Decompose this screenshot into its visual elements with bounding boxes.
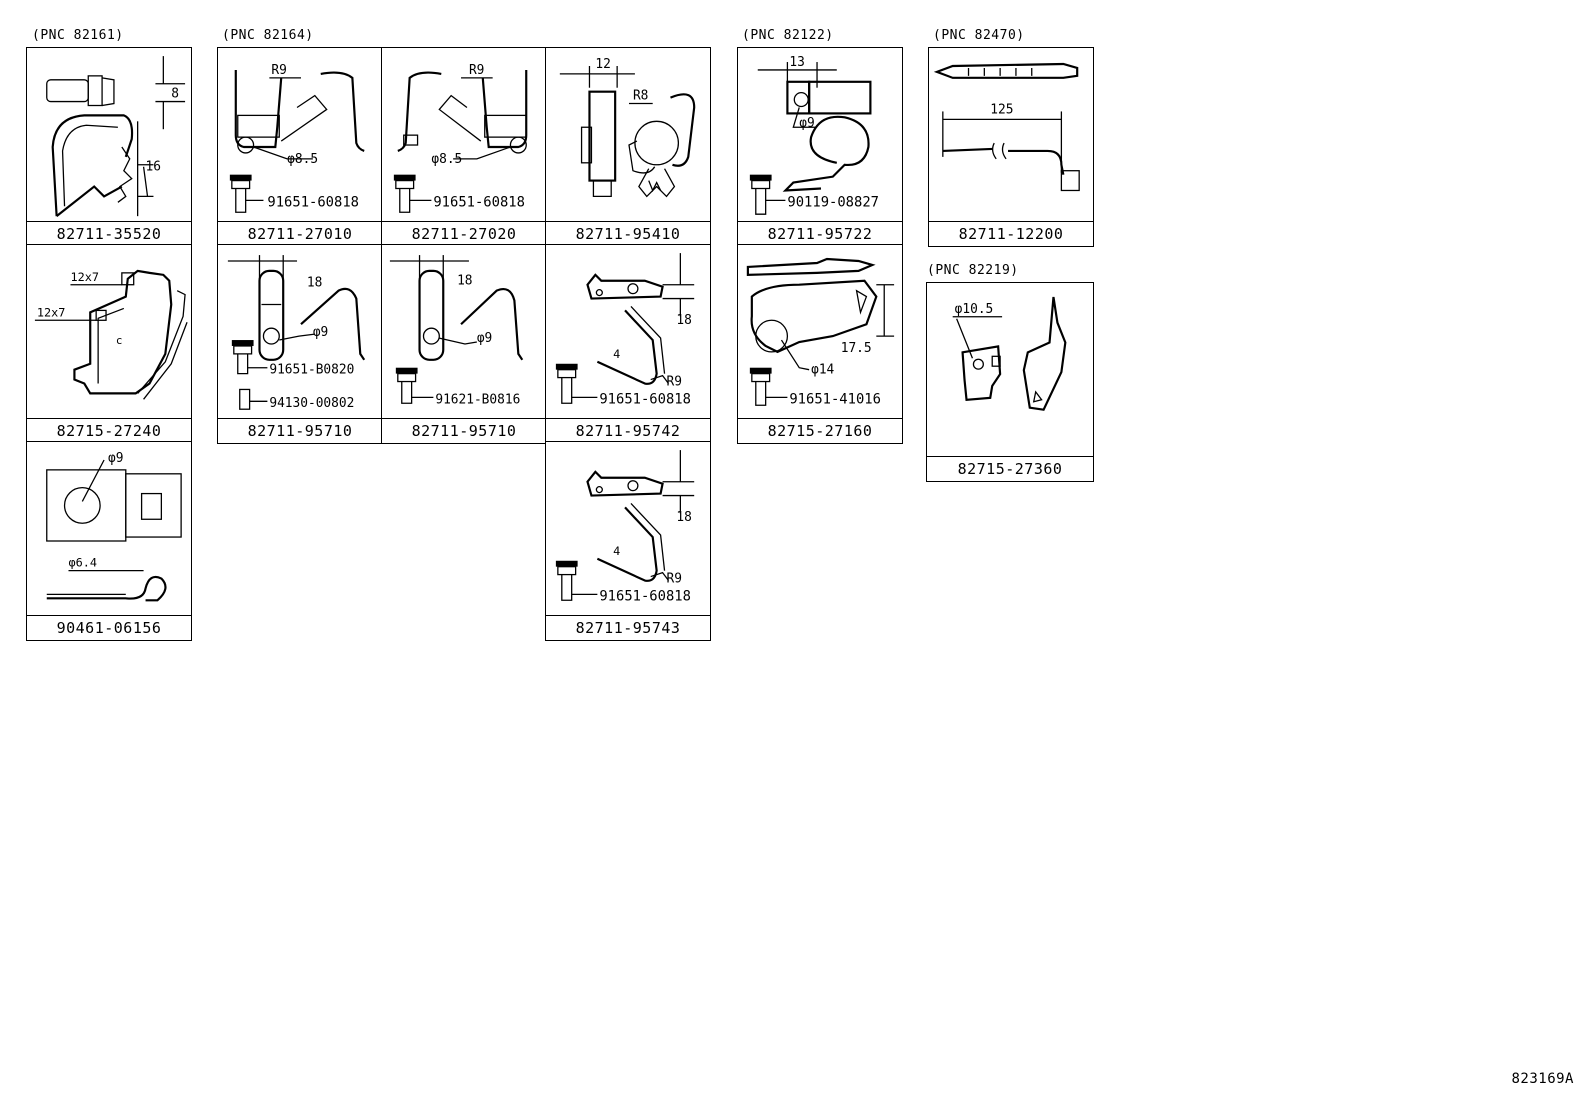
bolt-number: 91621-B0816 — [435, 392, 520, 407]
dim-slot-label: 12x7 — [70, 270, 99, 284]
part-number: 82711-95742 — [546, 418, 710, 443]
dim-length-label: 16 — [146, 160, 161, 175]
clamp-drawing: 18 φ9 91651-B0820 94130-00802 — [227, 255, 366, 411]
bolt-number: 91651-41016 — [789, 391, 881, 407]
part-number: 82711-95710 — [382, 418, 546, 443]
part-cell-82711-95410[interactable]: 12 R8 82711-95410 — [545, 47, 711, 247]
part-cell-82711-27010[interactable]: R9 φ8.5 91651-60818 82711-27010 — [217, 47, 383, 247]
part-number: 82711-27010 — [218, 221, 382, 246]
dim-tab-label: 4 — [613, 347, 620, 361]
clip-drawing: 12 R8 — [559, 57, 696, 198]
clamp-drawing: R9 φ8.5 91651-60818 — [393, 63, 528, 213]
dim-height-label: 18 — [676, 510, 691, 525]
part-number: 82715-27240 — [27, 418, 191, 443]
dim-hole-label: φ14 — [811, 363, 834, 378]
clamp-drawing: R9 φ8.5 91651-60818 — [229, 63, 365, 213]
part-cell-82711-12200[interactable]: 125 82711-12200 — [928, 47, 1094, 247]
bolt-number: 91651-60818 — [599, 391, 691, 407]
dim-hole-label: φ10.5 — [955, 302, 994, 317]
dim-radius-label: R9 — [667, 374, 682, 389]
dim-hole-label: φ9 — [313, 325, 328, 340]
pnc-heading-82122: (PNC 82122) — [742, 28, 834, 43]
tie-drawing: 125 — [933, 62, 1080, 192]
dim-radius-label: R8 — [633, 89, 648, 104]
dim-diameter-label: φ6.4 — [68, 556, 97, 570]
clamp-drawing: φ9 φ6.4 — [46, 451, 182, 602]
clamp-drawing: 13 φ9 90119-08827 — [749, 55, 879, 215]
dim-length-label: 125 — [990, 102, 1013, 117]
part-cell-82711-95722[interactable]: 13 φ9 90119-08827 82711-95722 — [737, 47, 903, 247]
dim-slot-label: 12x7 — [37, 305, 66, 319]
pnc-heading-82470: (PNC 82470) — [933, 28, 1025, 43]
bracket-drawing: 17.5 φ14 91651-41016 — [746, 257, 895, 407]
bolt-number: 91651-60818 — [433, 194, 525, 210]
dim-diameter-label: φ8.5 — [431, 152, 462, 167]
part-cell-82711-95710-b[interactable]: 18 φ9 91621-B0816 82711-95710 — [381, 244, 547, 444]
part-number: 82711-95710 — [218, 418, 382, 443]
mark-c: c — [116, 334, 123, 347]
part-cell-82711-95742[interactable]: 18 4 R9 91651-60818 82711-95742 — [545, 244, 711, 444]
dim-width-label: 18 — [307, 276, 322, 291]
pnc-heading-82219: (PNC 82219) — [927, 263, 1019, 278]
bracket-drawing: 18 4 R9 91651-60818 — [555, 450, 695, 604]
bolt-number: 91651-B0820 — [269, 363, 354, 378]
part-cell-82715-27240[interactable]: 12x7 12x7 c 82715-27240 — [26, 244, 192, 444]
dim-hole-label: φ9 — [799, 116, 814, 131]
part-cell-82715-27360[interactable]: φ10.5 82715-27360 — [926, 282, 1094, 482]
bracket-drawing: 12x7 12x7 c — [34, 269, 188, 400]
pnc-heading-82161: (PNC 82161) — [32, 28, 124, 43]
part-number: 82711-95743 — [546, 615, 710, 640]
part-number: 82711-12200 — [929, 221, 1093, 246]
part-cell-82711-35520[interactable]: 8 16 82711-35520 — [26, 47, 192, 247]
part-number: 82715-27160 — [738, 418, 902, 443]
clip-drawing: 8 16 — [46, 56, 186, 218]
pnc-heading-82164: (PNC 82164) — [222, 28, 314, 43]
part-number: 82711-95722 — [738, 221, 902, 246]
part-number: 82711-27020 — [382, 221, 546, 246]
diagram-code: 823169A — [1511, 1071, 1574, 1087]
dim-height-label: 18 — [676, 313, 691, 328]
dim-width-label: 18 — [457, 274, 472, 289]
dim-tab-label: 4 — [613, 544, 620, 558]
part-number: 82711-95410 — [546, 221, 710, 246]
bracket-drawing: 18 4 R9 91651-60818 — [555, 253, 695, 407]
bolt-number: 91651-60818 — [267, 194, 359, 210]
part-cell-82715-27160[interactable]: 17.5 φ14 91651-41016 82715-27160 — [737, 244, 903, 444]
part-cell-82711-95743[interactable]: 18 4 R9 91651-60818 82711-95743 — [545, 441, 711, 641]
bolt-number: 90119-08827 — [787, 194, 879, 210]
part-cell-82711-27020[interactable]: R9 φ8.5 91651-60818 82711-27020 — [381, 47, 547, 247]
dim-hole-label: φ9 — [477, 331, 492, 346]
bolt-number: 91651-60818 — [599, 588, 691, 604]
pin-number: 94130-00802 — [269, 396, 354, 411]
part-cell-82711-95710-a[interactable]: 18 φ9 91651-B0820 94130-00802 82711-9571… — [217, 244, 383, 444]
dim-hole-label: φ9 — [108, 451, 123, 466]
dim-radius-label: R9 — [469, 63, 484, 78]
part-cell-90461-06156[interactable]: φ9 φ6.4 90461-06156 — [26, 441, 192, 641]
dim-radius-label: R9 — [271, 63, 286, 78]
part-number: 82715-27360 — [927, 456, 1093, 481]
clamp-drawing: 18 φ9 91621-B0816 — [389, 255, 524, 407]
dim-diameter-label: φ8.5 — [287, 152, 318, 167]
part-number: 82711-35520 — [27, 221, 191, 246]
dim-width-label: 12 — [595, 57, 610, 72]
part-number: 90461-06156 — [27, 615, 191, 640]
dim-height-label: 17.5 — [841, 341, 872, 356]
dim-width-label: 13 — [789, 55, 804, 70]
dim-radius-label: R9 — [667, 571, 682, 586]
dim-height-label: 8 — [171, 87, 179, 102]
bracket-drawing: φ10.5 — [952, 296, 1067, 411]
